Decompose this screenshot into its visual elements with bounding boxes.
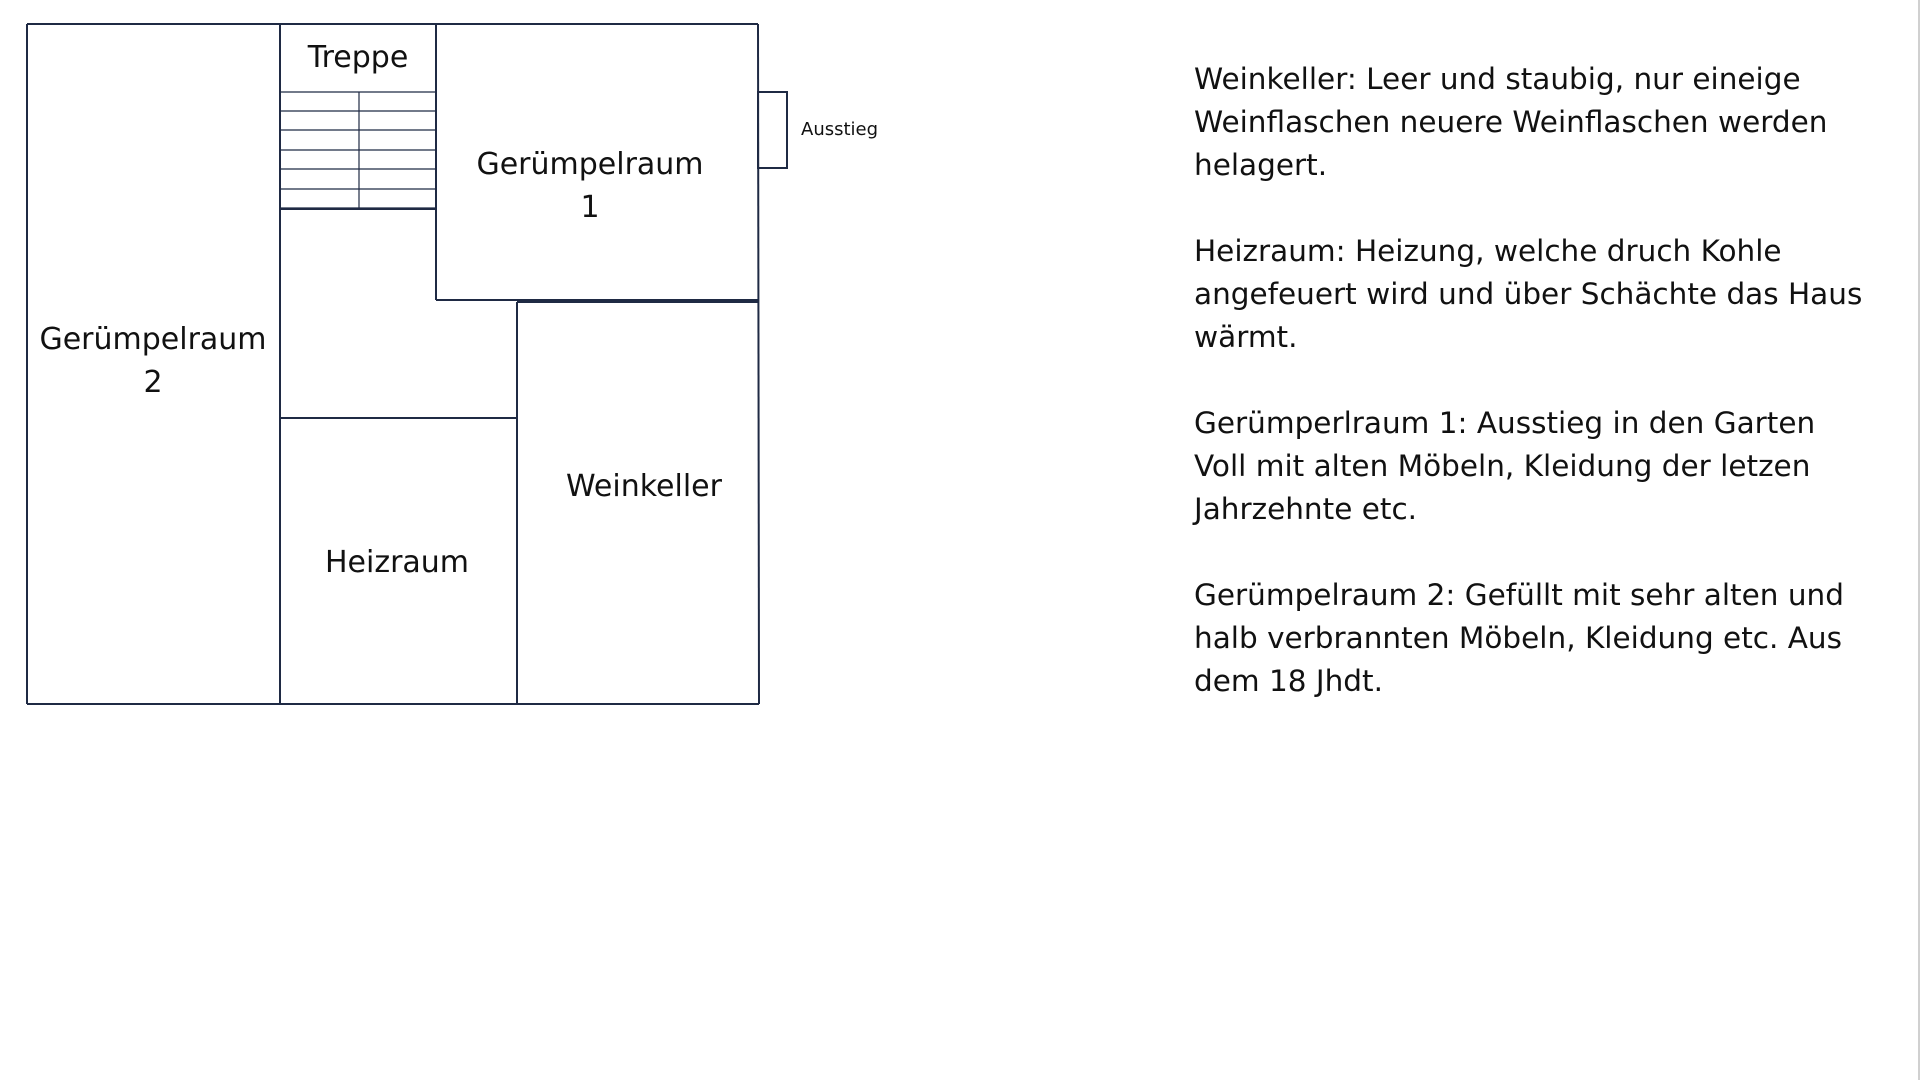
label-storage1-line1: Gerümpelraum [476,147,703,182]
exit-hatch [757,91,788,169]
label-storage1-line2: 1 [580,190,599,225]
label-storage2-line2: 2 [143,365,162,400]
floor-plan: Gerümpelraum 2 Treppe Gerümpelraum 1 Aus… [26,23,878,705]
label-stairs: Treppe [307,40,409,75]
label-storage2-line1: Gerümpelraum [39,322,266,357]
slide-edge-divider [1918,0,1920,1080]
note-storage-1: Gerümperlraum 1: Ausstieg in den Garten … [1194,406,1816,526]
note-storage-2: Gerümpelraum 2: Gefüllt mit sehr alten u… [1194,578,1844,698]
label-boiler-room: Heizraum [325,545,469,580]
walls [26,23,788,705]
room-notes: Weinkeller: Leer und staubig, nur eineig… [1194,58,1884,746]
stairs [280,91,436,210]
room-labels: Gerümpelraum 2 Treppe Gerümpelraum 1 Aus… [39,40,878,580]
label-wine-cellar: Weinkeller [566,469,723,504]
note-boiler-room: Heizraum: Heizung, welche druch Kohle an… [1194,234,1863,354]
label-exit: Ausstieg [801,119,878,140]
note-wine-cellar: Weinkeller: Leer und staubig, nur eineig… [1194,62,1828,182]
